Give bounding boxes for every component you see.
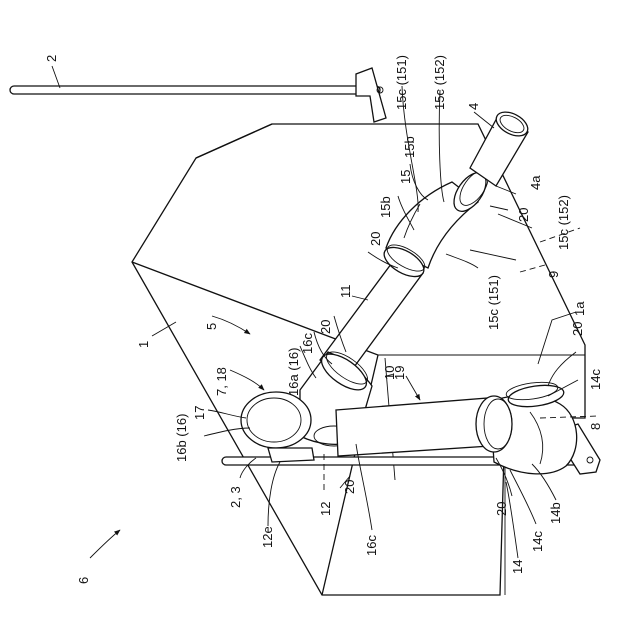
- label-12e: 12e: [260, 526, 275, 548]
- label-6: 6: [76, 577, 91, 584]
- label-11: 11: [338, 285, 353, 299]
- label-10: 10: [382, 366, 397, 380]
- top-rod: [10, 68, 386, 122]
- label-20-f: 20: [494, 502, 509, 516]
- label-14c-right: 14c: [588, 369, 603, 390]
- label-8: 8: [588, 423, 603, 430]
- label-4a: 4a: [528, 175, 543, 190]
- label-20-a: 20: [368, 232, 383, 246]
- label-15c-152-right: 15c (152): [556, 195, 571, 250]
- label-7-18: 7, 18: [214, 367, 229, 396]
- label-16c-bottom: 16c: [364, 535, 379, 556]
- label-5: 5: [204, 323, 219, 330]
- label-15b-mid: 15b: [378, 196, 393, 218]
- label-15c-151-top: 15c (151): [394, 55, 409, 110]
- label-14c-bottom: 14c: [530, 531, 545, 552]
- label-1: 1: [136, 341, 151, 348]
- label-14b: 14b: [548, 502, 563, 524]
- label-20-c: 20: [570, 322, 585, 336]
- label-15b-top: 15b: [402, 136, 417, 158]
- label-20-d: 20: [318, 320, 333, 334]
- label-16b: 16b (16): [174, 414, 189, 462]
- label-4: 4: [466, 103, 481, 110]
- label-9: 9: [546, 271, 561, 278]
- label-14: 14: [510, 560, 525, 574]
- label-2-3: 2, 3: [228, 486, 243, 508]
- label-1a: 1a: [572, 301, 587, 316]
- label-16a: 16a (16): [286, 348, 301, 396]
- label-2-top: 2: [44, 55, 59, 62]
- label-15: 15: [398, 170, 413, 184]
- label-16c-top: 16c: [300, 333, 315, 354]
- label-15c-151-right: 15c (151): [486, 275, 501, 330]
- label-17: 17: [192, 406, 207, 420]
- label-20-b: 20: [516, 208, 531, 222]
- label-15c-152-top: 15c (152): [432, 55, 447, 110]
- label-20-e: 20: [342, 480, 357, 494]
- label-12: 12: [318, 502, 333, 516]
